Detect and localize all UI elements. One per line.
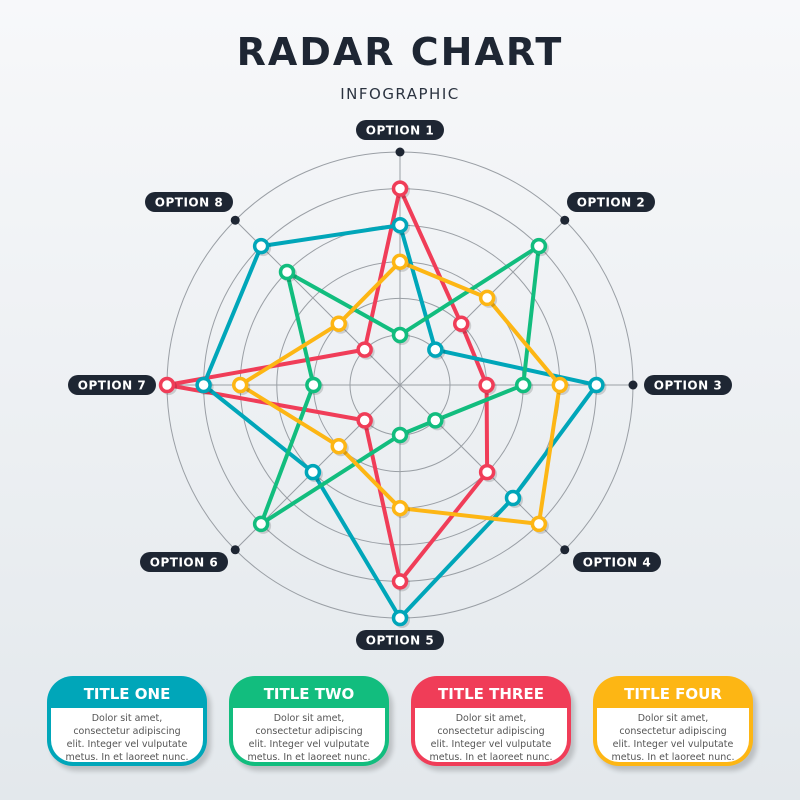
data-point	[330, 437, 348, 455]
data-point	[356, 412, 373, 429]
page-subtitle: INFOGRAPHIC	[340, 85, 460, 103]
data-point	[391, 609, 409, 627]
data-point	[427, 341, 444, 358]
card-title-one: TITLE ONE Dolor sit amet, consectetur ad…	[47, 676, 207, 766]
data-point	[391, 573, 409, 590]
axis-label: OPTION 1	[366, 124, 434, 138]
data-point	[305, 376, 322, 394]
data-point	[514, 376, 532, 394]
axis-end-dot	[560, 215, 570, 225]
data-point	[252, 515, 270, 533]
axis-label-pill	[356, 630, 444, 650]
card-text: Dolor sit amet, consectetur adipiscing e…	[597, 708, 749, 763]
axis-label: OPTION 7	[78, 379, 146, 393]
data-point	[304, 463, 322, 481]
data-point	[391, 253, 409, 271]
axis-label: OPTION 3	[654, 379, 722, 393]
axis-label-pill	[567, 192, 655, 212]
card-title-two: TITLE TWO Dolor sit amet, consectetur ad…	[229, 676, 389, 766]
axis-label-pill	[644, 375, 732, 395]
data-point	[391, 216, 409, 234]
axis-label: OPTION 8	[155, 196, 223, 210]
data-point	[452, 315, 470, 333]
card-title: TITLE TWO	[263, 685, 355, 703]
card-text: Dolor sit amet, consectetur adipiscing e…	[415, 708, 567, 763]
data-point	[231, 376, 249, 394]
axis-end-dot	[230, 545, 240, 555]
data-point	[391, 426, 409, 444]
data-point	[391, 499, 409, 517]
data-point	[588, 376, 605, 394]
data-point	[530, 515, 548, 533]
axis-label: OPTION 2	[577, 196, 645, 210]
axis-end-dot	[395, 147, 405, 157]
card-text: Dolor sit amet, consectetur adipiscing e…	[51, 708, 203, 763]
data-point	[195, 376, 212, 394]
axis-label-pill	[573, 552, 661, 572]
axis-end-dot	[560, 545, 570, 555]
card-text: Dolor sit amet, consectetur adipiscing e…	[233, 708, 385, 763]
data-point	[252, 237, 270, 255]
data-point	[391, 180, 409, 197]
axis-end-dot	[628, 380, 638, 390]
axis-label-pill	[140, 552, 228, 572]
data-point	[530, 237, 548, 255]
axis-label-pill	[145, 192, 233, 212]
data-point	[278, 263, 296, 281]
data-point	[551, 376, 569, 394]
data-point	[330, 315, 348, 333]
radar-chart: OPTION 1 OPTION 2 OPTION 3 OPTION 4 OPTION 5…	[68, 120, 732, 650]
card-title: TITLE FOUR	[624, 685, 722, 703]
axis-label: OPTION 6	[150, 556, 218, 570]
data-point	[478, 289, 496, 307]
axis-end-dot	[230, 215, 240, 225]
axis-label-pill	[68, 375, 156, 395]
data-point	[356, 341, 373, 358]
axis-label-pill	[356, 120, 444, 140]
data-point	[427, 412, 444, 429]
axis-label: OPTION 5	[366, 634, 434, 648]
data-point	[478, 376, 495, 394]
card-title: TITLE THREE	[438, 685, 544, 703]
card-title-four: TITLE FOUR Dolor sit amet, consectetur a…	[593, 676, 753, 766]
page-title: RADAR CHART	[236, 30, 564, 74]
axis-label: OPTION 4	[583, 556, 651, 570]
card-title-three: TITLE THREE Dolor sit amet, consectetur …	[411, 676, 571, 766]
data-point	[504, 489, 522, 507]
data-point	[391, 326, 409, 344]
data-point	[158, 376, 176, 394]
data-point	[478, 463, 496, 481]
card-title: TITLE ONE	[83, 685, 171, 703]
